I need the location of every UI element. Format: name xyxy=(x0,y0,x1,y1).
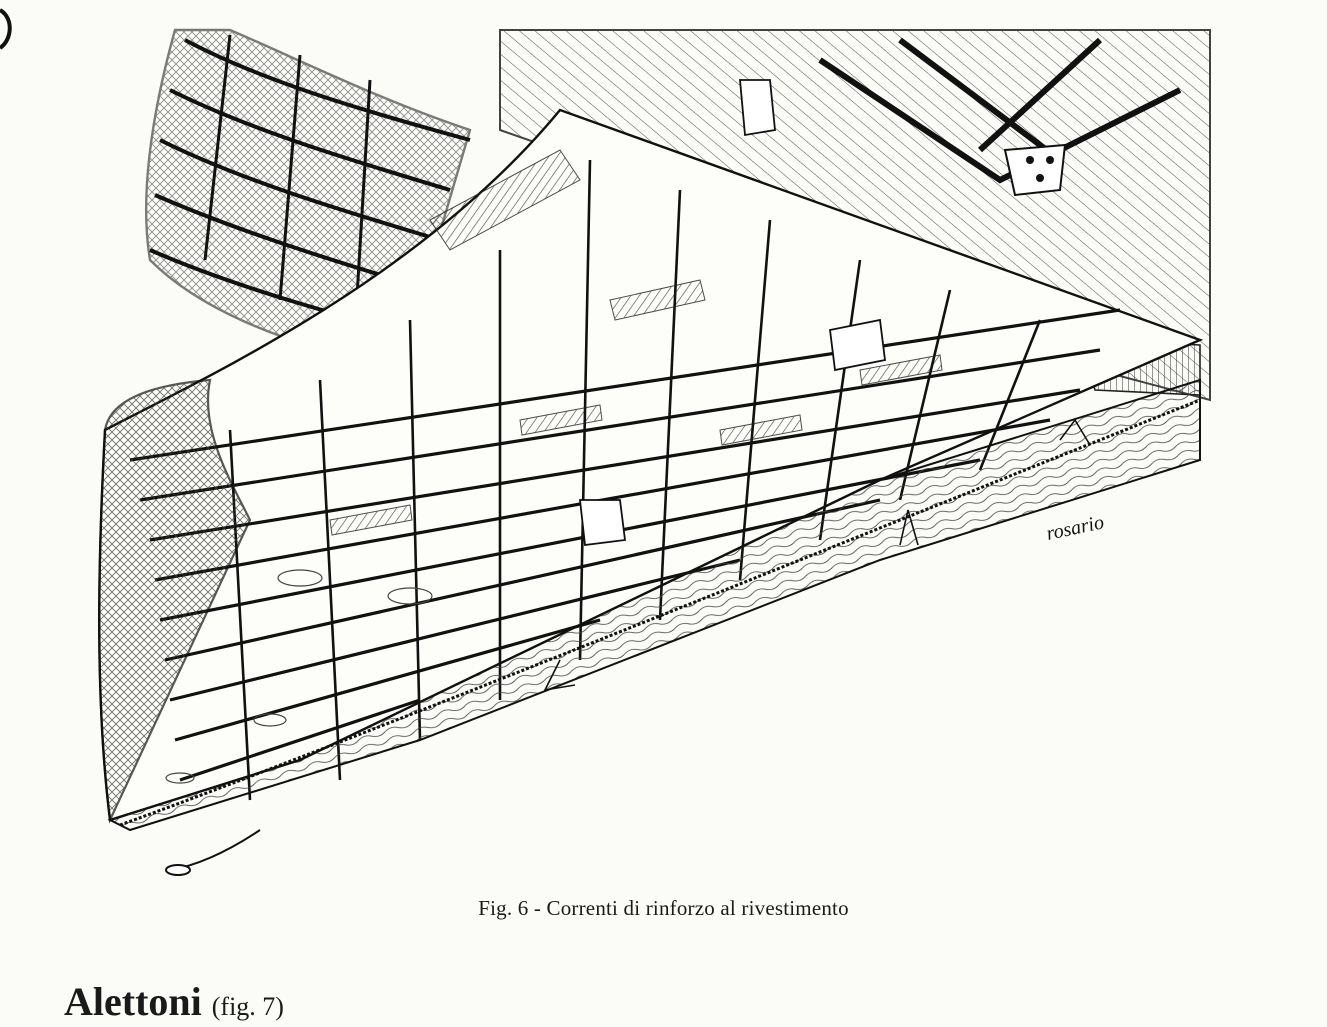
figure-caption: Fig. 6 - Correnti di rinforzo al rivesti… xyxy=(478,896,849,920)
section-heading: Alettoni (fig. 7) xyxy=(64,982,284,1027)
wing-structure-illustration: rosario xyxy=(0,8,1211,876)
section-heading-reference: (fig. 7) xyxy=(211,992,284,1021)
tip-fitting xyxy=(165,829,261,876)
edge-mark xyxy=(0,8,12,50)
leading-edge-skin xyxy=(98,378,1201,832)
artist-signature: rosario xyxy=(1044,511,1105,545)
section-heading-title: Alettoni xyxy=(64,979,202,1024)
document-page: rosario Fig. 6 - Correnti di rinforzo al… xyxy=(0,8,1211,1022)
